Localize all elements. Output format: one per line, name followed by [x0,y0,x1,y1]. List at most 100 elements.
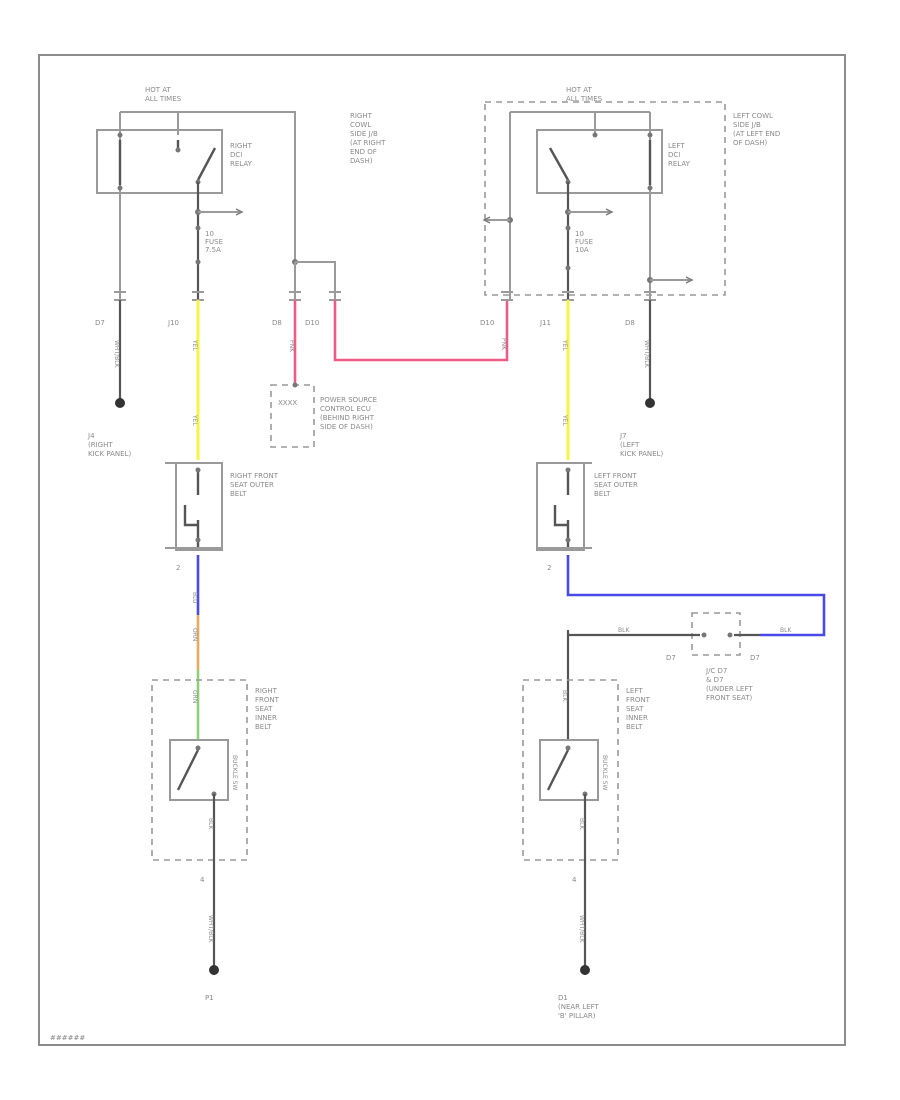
buckle-switch-right [176,749,200,791]
terminal-dot [565,745,571,751]
right-dci-relay-box [96,129,223,194]
label-gnd-p1: P1 [205,994,214,1002]
arrow-icon [685,276,694,284]
wire-jumper-right [295,261,336,300]
relay-switch-left [548,147,570,181]
wire-label-wire-pnk-l: PNK [500,338,507,351]
terminal-dot [195,225,201,231]
terminal-dot [175,147,181,153]
wire-label-buckle-l: BUCKLE SW [601,755,608,790]
outer-belt-switch-left [553,505,568,527]
label-c-d8-r: D8 [272,319,282,327]
terminal-dot [701,632,707,638]
wire-label-wire-blk-l4: BLK [578,818,585,830]
terminal-dot [727,632,733,638]
connector-d10-left [501,291,513,301]
terminal-dot [565,467,571,473]
wire-label-wire-grn-r: GRN [191,690,198,703]
label-j-d7b: D7 [750,654,760,662]
wire-label-wire-blu-r: BLU [191,592,198,604]
wire-label-wire-blk-r: BLK [207,818,214,830]
buckle-switch-left [546,749,570,791]
diagram-frame [38,54,846,1046]
label-j-d7: D7 [666,654,676,662]
wire-label-wire-yel-r2: YEL [191,414,198,426]
power-source-ecu-box [270,384,315,448]
label-c-d10-l: D10 [480,319,494,327]
label-pin-4-l: 4 [572,876,577,884]
arrow-icon [235,208,244,216]
terminal-dot [117,185,123,191]
label-pin-2-l: 2 [547,564,551,572]
outer-belt-switch-right [183,505,198,527]
label-c-d8-l: D8 [625,319,635,327]
wire-label-wire-pnk-r: PNK [288,340,295,353]
ground-p1-icon [209,965,219,975]
terminal-dot [195,745,201,751]
wire-label-wire-wht-blk-l: WHT/BLK [643,340,650,369]
arrow-icon [482,216,491,224]
wire-label-wire-blk-l2: BLK [618,627,630,634]
wire-label-wire-orn-r: ORN [191,628,198,641]
wire-blue-left [566,555,826,637]
wire-label-wire-yel-r1: YEL [191,339,198,351]
wire-label-buckle-r: BUCKLE SW [231,755,238,790]
buckle-switch-right-box [169,739,229,801]
label-c-d10-r: D10 [305,319,319,327]
terminal-dot [195,537,201,543]
arrow-icon [605,208,614,216]
label-c-j11: J11 [539,319,551,327]
label-power-ecu-code: XXXX [278,399,297,407]
label-pin-4-r: 4 [200,876,205,884]
terminal-dot [195,259,201,265]
terminal-dot [565,225,571,231]
label-c-d7: D7 [95,319,105,327]
left-dci-relay-box [536,129,663,194]
ground-j7-icon [645,398,655,408]
label-pin-2-r: 2 [176,564,180,572]
terminal-dot [195,467,201,473]
label-gnd-d1: D1(NEAR LEFT'B' PILLAR) [558,994,599,1020]
terminal-dot [647,185,653,191]
wire-label-wire-wht-blk-r2: WHT/BLK [207,915,214,944]
label-c-j10: J10 [167,319,179,327]
terminal-dot [292,382,298,388]
terminal-dot [592,132,598,138]
right-front-seat-outer-belt-box [175,462,223,551]
wire-pink-crossover [333,300,509,362]
label-diagram-id: ###### [50,1034,85,1042]
terminal-dot [647,132,653,138]
terminal-dot [565,265,571,271]
wire-label-wire-yel-l1: YEL [561,339,568,351]
ground-d1-icon [580,965,590,975]
wire-label-wire-blk-l3: BLK [780,627,792,634]
left-cowl-jb-box [484,101,726,296]
wire-label-wire-wht-blk-l2: WHT/BLK [578,915,585,944]
terminal-dot [565,537,571,543]
left-front-seat-outer-belt-box [536,462,585,551]
wire-label-wire-yel-l2: YEL [561,414,568,426]
wire-label-wire-blk-l1: BLK [561,690,568,702]
terminal-dot [117,132,123,138]
buckle-switch-left-box [539,739,599,801]
right-front-seat-inner-belt-box [151,679,248,861]
left-front-seat-inner-belt-box [522,679,619,861]
